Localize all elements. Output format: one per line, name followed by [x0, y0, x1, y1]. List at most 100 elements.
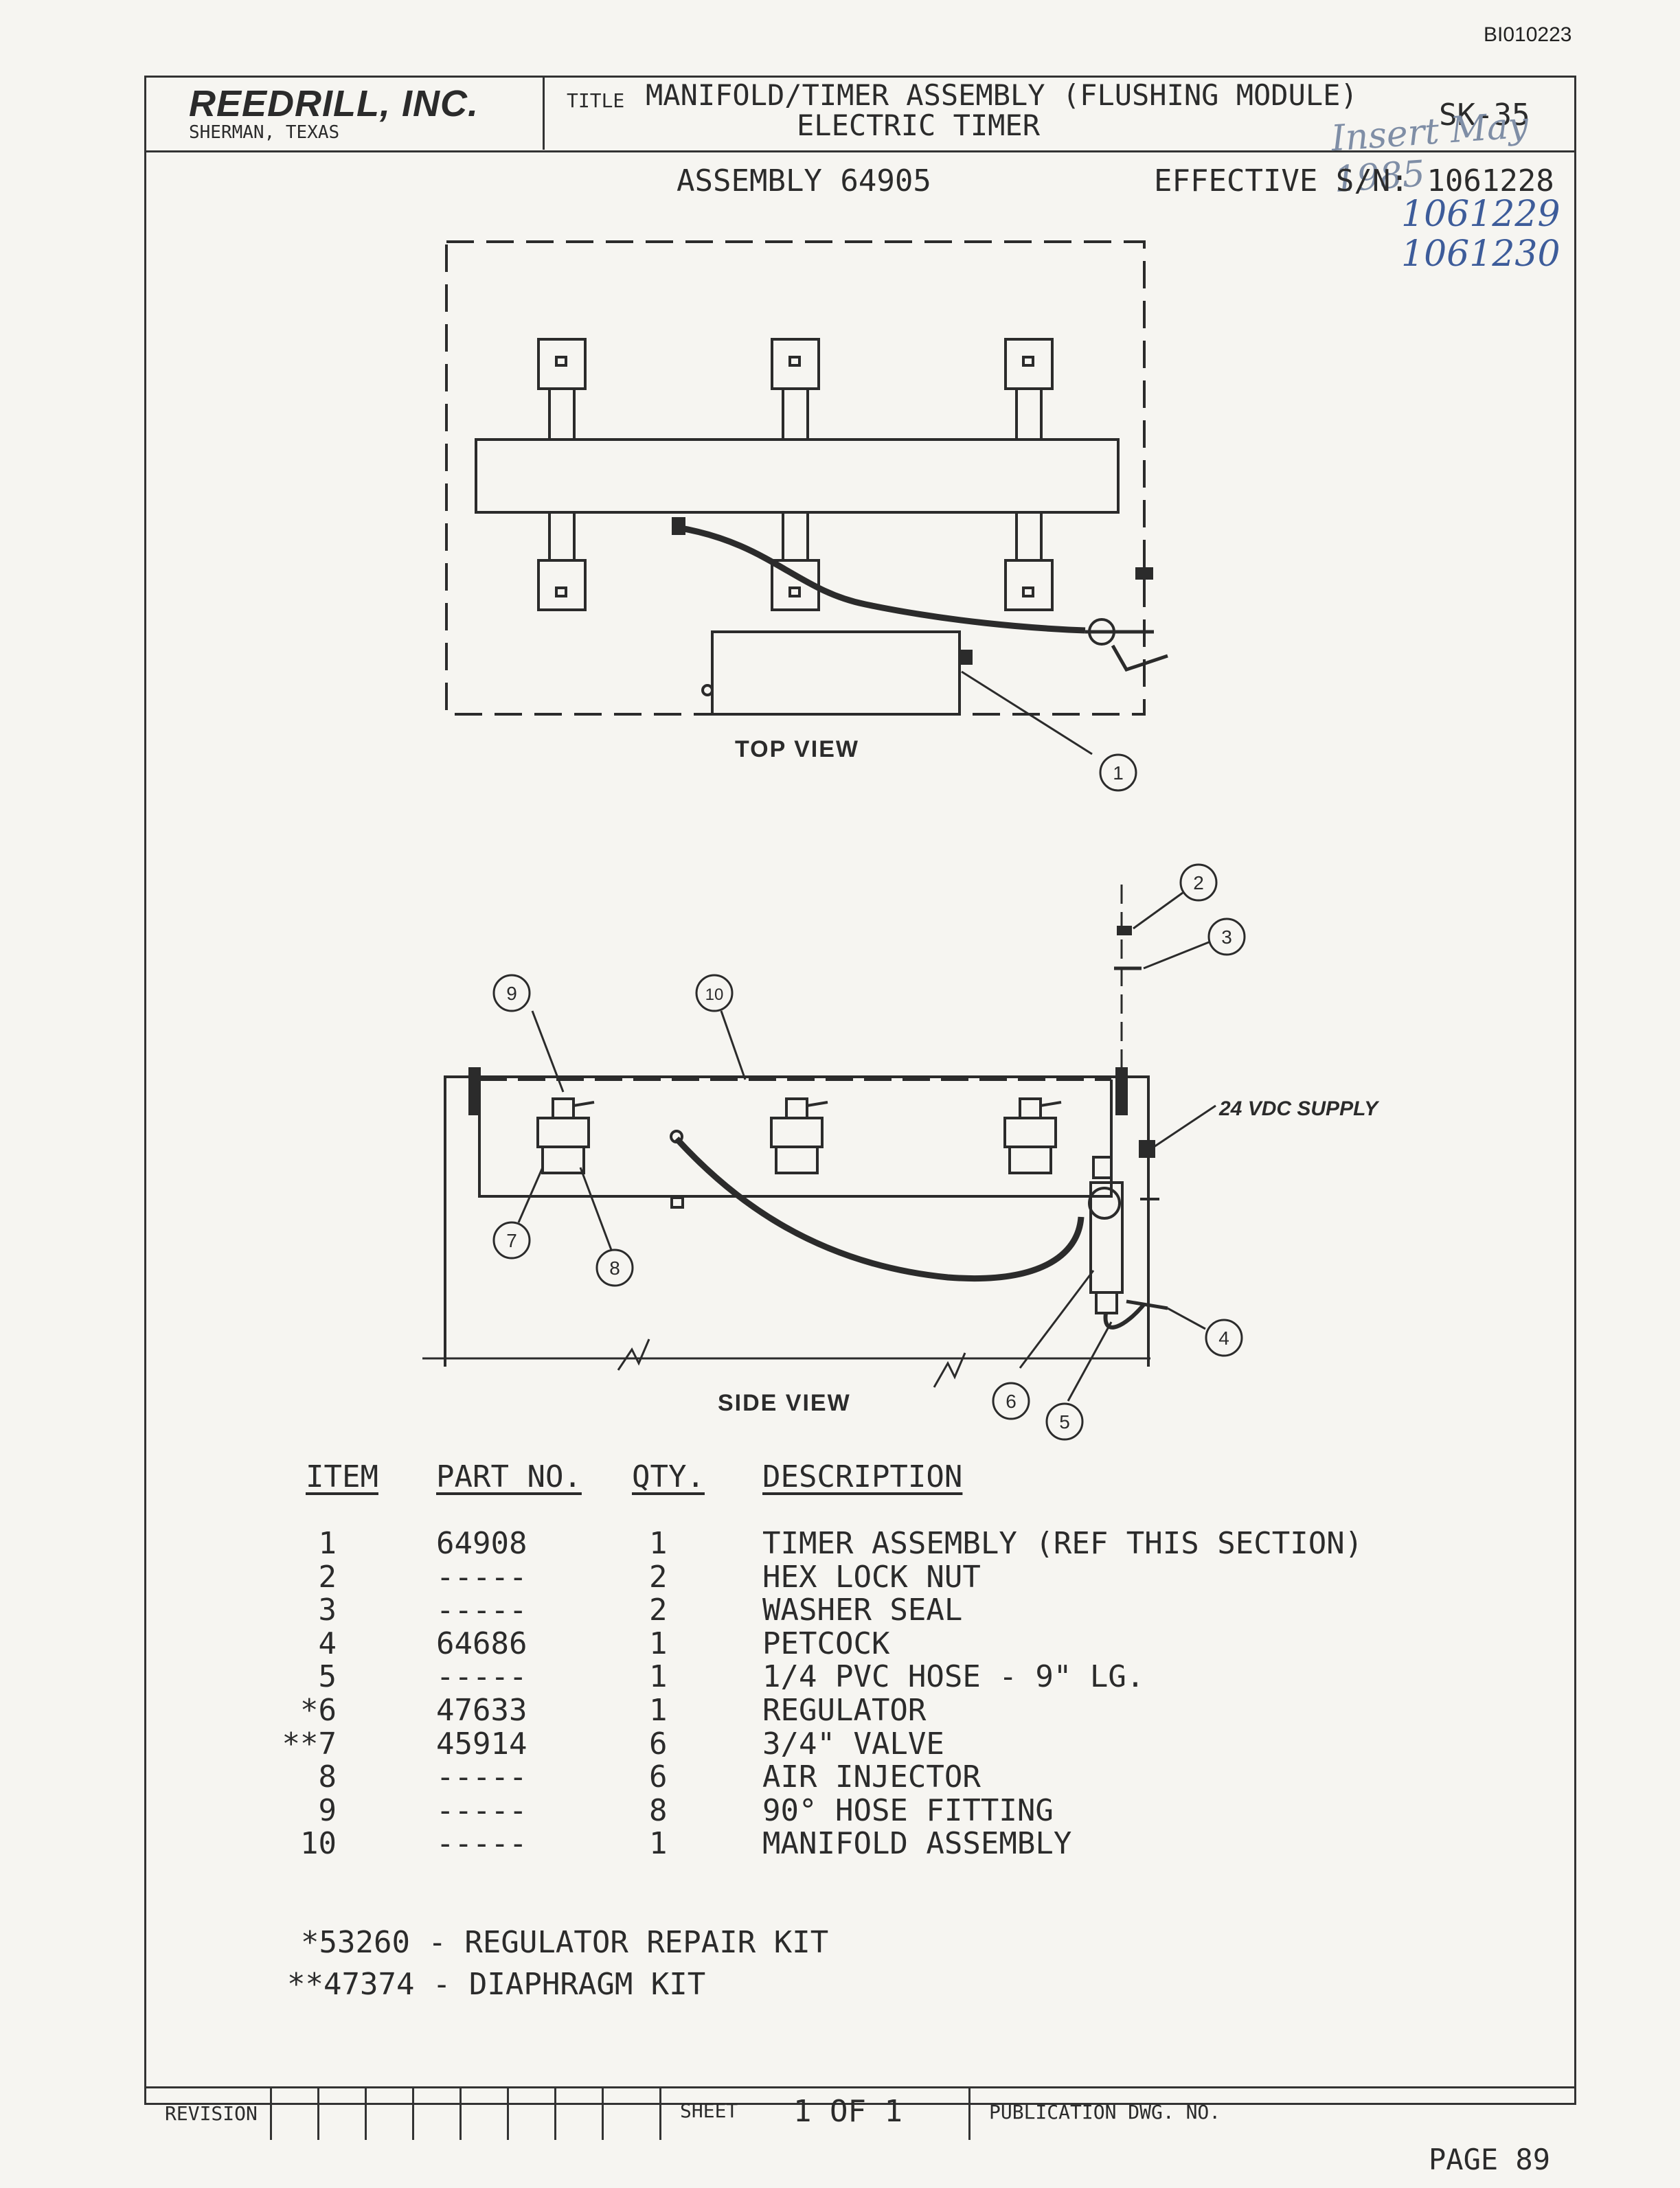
handwritten-serial-2: 1061230 — [1401, 233, 1560, 275]
sheet-cell-divider — [659, 2088, 661, 2140]
callout-10: 10 — [705, 985, 724, 1004]
callout-6: 6 — [1006, 1391, 1017, 1412]
valve-top-3 — [1004, 338, 1054, 611]
callout-2: 2 — [1193, 872, 1204, 893]
regulator-assembly — [1088, 1156, 1124, 1314]
side-view-drawing — [422, 863, 1246, 1441]
description: REGULATOR — [762, 1692, 927, 1728]
callout-circle-10 — [695, 974, 734, 1012]
top-view-drawing — [445, 240, 1168, 792]
description: TIMER ASSEMBLY (REF THIS SECTION) — [762, 1526, 1363, 1561]
assembly-number: ASSEMBLY 64905 — [677, 163, 931, 198]
description: AIR INJECTOR — [762, 1759, 981, 1795]
part-number: ----- — [436, 1559, 527, 1595]
part-number: ----- — [436, 1826, 527, 1862]
part-number: 64908 — [436, 1526, 527, 1561]
regulator-repair-kit: *53260 - REGULATOR REPAIR KIT — [301, 1925, 829, 1960]
callout-5: 5 — [1059, 1411, 1070, 1433]
part-number: 45914 — [436, 1726, 527, 1762]
leader-3 — [1143, 941, 1210, 970]
side-view-frame — [444, 1075, 1150, 1367]
description: PETCOCK — [762, 1626, 890, 1661]
part-number: ----- — [436, 1792, 527, 1828]
quantity: 6 — [649, 1759, 668, 1795]
mount-right — [1115, 1067, 1128, 1115]
title-block: REEDRILL, INC. SHERMAN, TEXAS TITLE MANI… — [144, 76, 1576, 201]
revision-cell-divider — [412, 2088, 414, 2140]
sheet-value: 1 OF 1 — [793, 2094, 903, 2129]
leader-9 — [531, 1010, 565, 1093]
revision-cell-divider — [554, 2088, 556, 2140]
quantity: 1 — [649, 1826, 668, 1862]
petcock-top — [1085, 630, 1168, 672]
revision-cell-divider — [602, 2088, 604, 2140]
description: WASHER SEAL — [762, 1593, 963, 1628]
drawing-number: SK-35 — [1439, 98, 1530, 133]
leader-1 — [961, 670, 1093, 755]
item-number: 2 — [318, 1559, 337, 1595]
header-description: DESCRIPTION — [762, 1459, 963, 1494]
part-number: ----- — [436, 1593, 527, 1628]
callout-7: 7 — [506, 1230, 517, 1251]
callout-circle-2 — [1179, 863, 1218, 902]
part-number: ----- — [436, 1659, 527, 1695]
hex-lock-nut — [1117, 926, 1132, 935]
leader-7 — [517, 1167, 544, 1223]
side-manifold-body — [478, 1080, 1113, 1198]
diaphragm-kit: **47374 - DIAPHRAGM KIT — [287, 1967, 706, 2002]
description: HEX LOCK NUT — [762, 1559, 981, 1595]
hose-end — [670, 1130, 683, 1143]
item-number: 10 — [300, 1826, 337, 1862]
title-divider — [543, 76, 545, 150]
pvc-hose — [1103, 1303, 1146, 1330]
callout-circle-8 — [595, 1249, 634, 1287]
callout-circle-6 — [992, 1382, 1030, 1420]
title-line-1: MANIFOLD/TIMER ASSEMBLY (FLUSHING MODULE… — [646, 78, 1358, 112]
drain-boss — [670, 1196, 684, 1209]
revision-cell-divider — [459, 2088, 462, 2140]
timer-mount — [701, 684, 714, 696]
side-valve-2 — [770, 1097, 828, 1174]
item-number: *6 — [300, 1692, 337, 1728]
header-item: ITEM — [306, 1459, 378, 1494]
callout-circle-4 — [1205, 1319, 1243, 1357]
mount-left — [468, 1067, 481, 1115]
item-number: 4 — [318, 1626, 337, 1661]
valve-top-2 — [771, 338, 820, 611]
sheet-label: SHEET — [680, 2099, 738, 2122]
revision-cell-divider — [507, 2088, 509, 2140]
drawing-sheet-border — [144, 76, 1576, 2105]
item-number: 8 — [318, 1759, 337, 1795]
quantity: 1 — [649, 1526, 668, 1561]
quantity: 6 — [649, 1726, 668, 1762]
item-number: 9 — [318, 1792, 337, 1828]
revision-strip: REVISION SHEET 1 OF 1 PUBLICATION DWG. N… — [144, 2086, 1576, 2140]
description: MANIFOLD ASSEMBLY — [762, 1826, 1072, 1862]
company-location: SHERMAN, TEXAS — [189, 122, 340, 143]
break-mark-1 — [617, 1338, 650, 1371]
quantity: 2 — [649, 1559, 668, 1595]
description: 1/4 PVC HOSE - 9" LG. — [762, 1659, 1145, 1695]
manifold-body — [475, 438, 1120, 514]
leader-5 — [1067, 1321, 1113, 1402]
item-number: 5 — [318, 1659, 337, 1695]
publication-cell-divider — [968, 2088, 970, 2140]
callout-4: 4 — [1218, 1327, 1229, 1349]
side-valve-1 — [536, 1097, 595, 1174]
revision-cell-divider — [365, 2088, 367, 2140]
top-view-hose — [676, 524, 1086, 634]
description: 3/4" VALVE — [762, 1726, 944, 1762]
revision-cell-divider — [270, 2088, 272, 2140]
side-view-hose — [674, 1136, 1085, 1282]
header-qty: QTY. — [632, 1459, 705, 1494]
publication-label: PUBLICATION DWG. NO. — [989, 2101, 1221, 2123]
item-number: 1 — [318, 1526, 337, 1561]
handwritten-serial-1: 1061229 — [1401, 194, 1560, 235]
description: 90° HOSE FITTING — [762, 1792, 1054, 1828]
supply-fitting-side — [1139, 1140, 1155, 1158]
callout-circle-9 — [492, 974, 531, 1012]
part-number: 47633 — [436, 1692, 527, 1728]
leader-4 — [1167, 1307, 1206, 1330]
petcock-side — [1126, 1299, 1168, 1310]
